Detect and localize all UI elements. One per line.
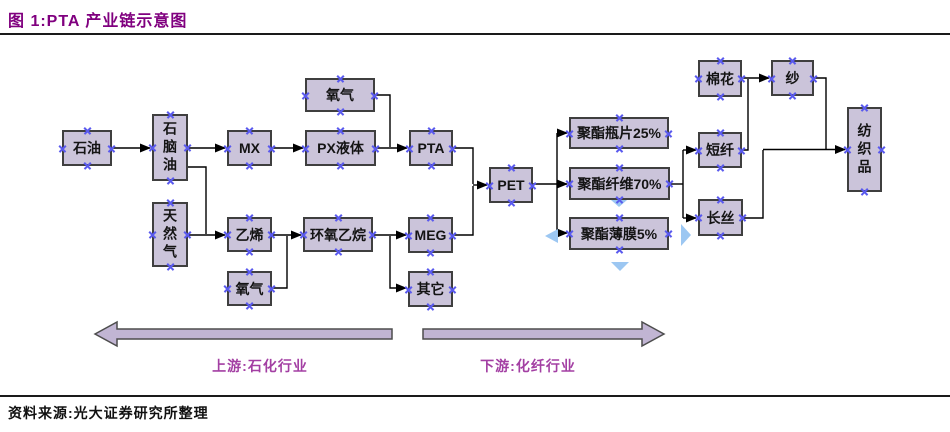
node-textiles: 纺织品 [847, 107, 882, 192]
node-polyester-film: 聚酯薄膜5% [569, 217, 669, 250]
node-px-liquid: PX液体 [305, 130, 376, 166]
node-pet: PET [489, 167, 533, 203]
node-mx: MX [227, 130, 272, 166]
upstream-arrow-shape [93, 320, 393, 348]
node-others: 其它 [408, 271, 453, 307]
edge-meg-others [389, 236, 407, 293]
node-natural-gas: 天然气 [152, 202, 188, 267]
node-cotton: 棉花 [698, 60, 742, 97]
edge-oxygen-top-feed [375, 94, 391, 147]
source-note: 资料来源:光大证券研究所整理 [8, 405, 209, 421]
decor-down-triangle-icon [611, 262, 629, 271]
node-staple-fiber: 短纤 [698, 132, 742, 168]
node-polyester-bottle-chips: 聚酯瓶片25% [569, 117, 669, 149]
edge-pta-junction [453, 147, 474, 184]
decor-right-triangle-icon [681, 224, 691, 246]
edge-filament-up [743, 150, 764, 219]
node-oxygen-bottom: 氧气 [227, 271, 272, 306]
figure-title: 图 1:PTA 产业链示意图 [8, 13, 188, 30]
downstream-arrow-shape [422, 320, 666, 348]
edge-oxygen-bottom-feed [272, 236, 288, 289]
upstream-label: 上游:石化行业 [212, 358, 308, 374]
node-pta: PTA [409, 130, 453, 166]
node-meg: MEG [408, 217, 453, 253]
node-naphtha: 石脑油 [152, 114, 188, 181]
node-petroleum: 石油 [62, 130, 112, 166]
downstream-label: 下游:化纤行业 [480, 358, 576, 374]
edge-meg-junction [453, 186, 474, 236]
node-ethylene: 乙烯 [227, 217, 272, 252]
decor-left-triangle-icon [545, 229, 558, 243]
node-oxygen-top: 氧气 [305, 78, 375, 112]
node-filament: 长丝 [698, 199, 743, 236]
edge-yarn-down [814, 77, 827, 149]
edge-naphtha-ethylene [187, 166, 207, 234]
node-polyester-fiber: 聚酯纤维70% [569, 167, 670, 200]
title-divider [0, 33, 950, 35]
node-ethylene-oxide: 环氧乙烷 [303, 217, 373, 252]
edge-staple-yarn [742, 79, 749, 151]
source-divider [0, 395, 950, 397]
node-yarn: 纱 [771, 60, 814, 96]
